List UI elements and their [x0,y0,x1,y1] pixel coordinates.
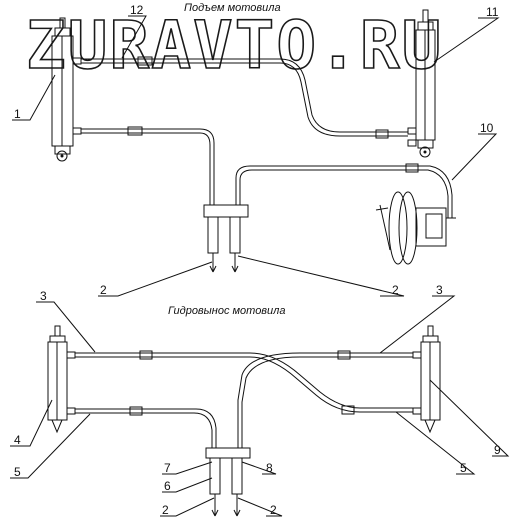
caption-reel-shift: Гидровынос мотовила [168,305,286,317]
label-7: 7 [164,461,171,475]
label-2-lower-right: 2 [270,503,277,517]
shift-pipe-upper [75,350,413,415]
reel-drive-assembly [375,191,456,265]
lower-hub-fittings [205,447,251,517]
label-3-left: 3 [40,289,47,303]
watermark: ZURAVTO.RU [25,6,443,80]
top-pipe-12 [81,56,408,139]
label-12: 12 [130,3,144,17]
label-10: 10 [480,121,494,135]
leader-lines [10,15,510,517]
label-6: 6 [164,479,171,493]
caption-reel-lift: Подъем мотовила [184,2,281,14]
label-8: 8 [266,461,273,475]
shift-pipe-cross [237,350,413,448]
label-11: 11 [486,5,499,19]
label-9: 9 [494,443,501,457]
label-1: 1 [14,107,21,121]
right-lift-cylinder [407,9,436,158]
label-2-upper-left: 2 [100,283,107,297]
label-4: 4 [14,433,21,447]
left-lower-pipe [81,126,215,205]
upper-hub-fittings [203,204,249,273]
label-5-right: 5 [460,461,467,475]
label-3-right: 3 [436,283,443,297]
right-shift-cylinder [412,325,441,434]
label-2-upper-right: 2 [392,283,399,297]
right-lower-pipe [235,163,453,218]
label-2-lower-left: 2 [162,503,169,517]
left-lift-cylinder [51,17,82,162]
watermark-text: ZURAVTO.RU [26,7,443,80]
label-5-left: 5 [14,465,21,479]
shift-pipe-lower [75,406,217,448]
left-shift-cylinder [47,325,76,434]
